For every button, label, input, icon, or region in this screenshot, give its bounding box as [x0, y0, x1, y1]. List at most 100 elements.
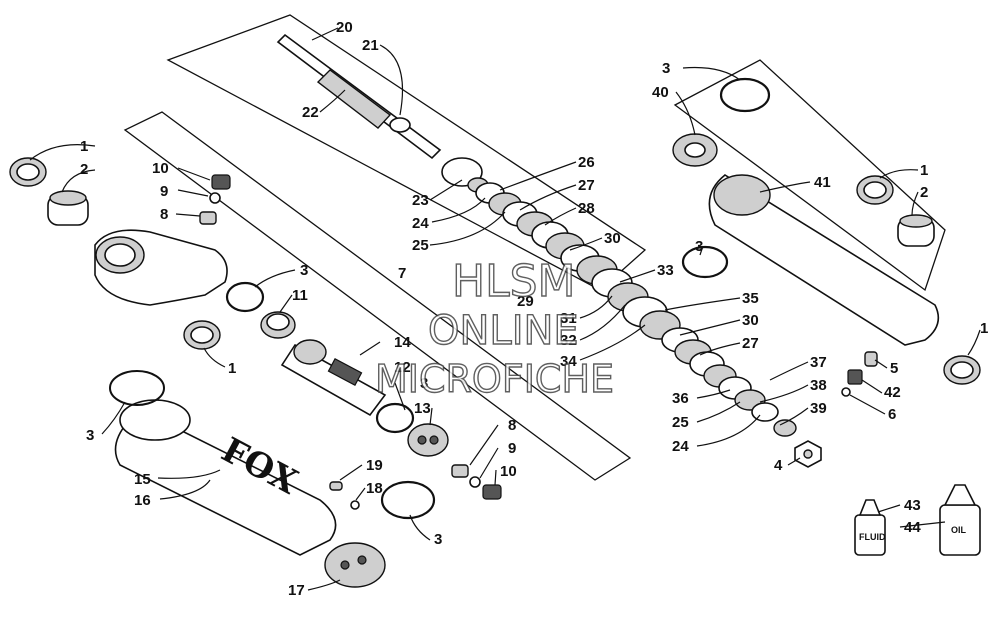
- callout: 27: [578, 177, 595, 194]
- fluid-bottle-label: FLUID: [859, 532, 886, 542]
- callout: 29: [517, 293, 534, 310]
- end-cap-17[interactable]: [324, 542, 386, 588]
- piston-11[interactable]: [260, 311, 296, 339]
- callout: 21: [362, 37, 379, 54]
- callout: 16: [134, 492, 151, 509]
- callout: 38: [810, 377, 827, 394]
- callout: 1: [980, 320, 988, 337]
- group-outline-7: [123, 111, 632, 481]
- cap-13[interactable]: [407, 423, 449, 457]
- valve-core-8-top[interactable]: [199, 211, 217, 225]
- callout: 35: [742, 290, 759, 307]
- bushing-1-right-bottom[interactable]: [943, 355, 981, 385]
- callout: 3: [86, 427, 94, 444]
- valve-cap-10-lower[interactable]: [482, 484, 502, 500]
- nut-4[interactable]: [794, 440, 822, 468]
- svg-text:MICROFICHE: MICROFICHE: [375, 357, 614, 401]
- oil-bottle-label: OIL: [951, 525, 967, 535]
- callout: 28: [578, 200, 595, 217]
- pin-19[interactable]: [329, 481, 343, 491]
- svg-text:HLSM: HLSM: [452, 256, 576, 307]
- shock-reservoir-body[interactable]: FOX: [109, 370, 337, 556]
- callout: 6: [888, 406, 896, 423]
- callout: 8: [508, 417, 516, 434]
- callout: 30: [742, 312, 759, 329]
- callout: 4: [774, 457, 783, 474]
- valve-core-8-lower[interactable]: [451, 464, 469, 478]
- callout: 14: [394, 334, 411, 351]
- callout: 22: [302, 104, 319, 121]
- callout: 3: [420, 375, 428, 392]
- callout: 32: [560, 332, 577, 349]
- ring-3-reservoir[interactable]: [719, 77, 771, 113]
- reservoir-tube-41[interactable]: [708, 174, 940, 346]
- callout: 9: [508, 440, 516, 457]
- callout: 41: [814, 174, 831, 191]
- callout: 44: [904, 519, 921, 536]
- callout: 1: [228, 360, 236, 377]
- callout: 26: [578, 154, 595, 171]
- valve-cap-10-top[interactable]: [211, 174, 231, 190]
- callout: 18: [366, 480, 383, 497]
- callout: 17: [288, 582, 305, 599]
- bushing-1-top-left[interactable]: [9, 157, 47, 187]
- callout: 7: [398, 265, 406, 282]
- ball-6[interactable]: [841, 387, 851, 397]
- callout: 25: [412, 237, 429, 254]
- shaft-assembly[interactable]: [276, 33, 442, 160]
- callout: 3: [662, 60, 670, 77]
- callout-labels: 1 2 10 9 8 3 7 11 1 14 12 3 13 8 9 10 3 …: [80, 19, 988, 599]
- group-outline-shaft: [166, 14, 647, 291]
- sleeve-2-left[interactable]: [47, 190, 89, 226]
- label-sleeve-14[interactable]: [280, 339, 387, 417]
- fluid-bottle-43[interactable]: FLUID: [854, 499, 886, 556]
- sleeve-2-right[interactable]: [897, 214, 935, 247]
- callout: 11: [292, 287, 308, 304]
- callout: 1: [80, 138, 88, 155]
- callout: 13: [414, 400, 431, 417]
- callout: 5: [890, 360, 898, 377]
- callout: 3: [300, 262, 308, 279]
- rebound-shim-stack[interactable]: [661, 327, 797, 437]
- valve-5[interactable]: [864, 351, 878, 367]
- callout: 36: [672, 390, 689, 407]
- callout: 3: [695, 238, 703, 255]
- callout: 19: [366, 457, 383, 474]
- ring-3-mid[interactable]: [225, 281, 265, 313]
- callout: 40: [652, 84, 669, 101]
- ball-18[interactable]: [350, 500, 360, 510]
- callout: 24: [412, 215, 429, 232]
- callout: 8: [160, 206, 168, 223]
- callout: 24: [672, 438, 689, 455]
- o-ring-9-top[interactable]: [209, 192, 221, 204]
- ring-3-bottom[interactable]: [380, 480, 436, 520]
- shock-body-housing[interactable]: [94, 229, 228, 306]
- ring-3-lower[interactable]: [375, 402, 415, 434]
- callout: 34: [560, 353, 577, 370]
- ring-3-piston[interactable]: [681, 245, 729, 279]
- callout: 9: [160, 183, 168, 200]
- callout: 1: [920, 162, 928, 179]
- ring-3-top-cylinder[interactable]: [109, 370, 165, 406]
- callout: 20: [336, 19, 353, 36]
- svg-text:ONLINE: ONLINE: [428, 308, 579, 354]
- callout: 30: [604, 230, 621, 247]
- callout: 42: [884, 384, 901, 401]
- callout: 3: [434, 531, 442, 548]
- spring-42[interactable]: [847, 369, 863, 385]
- bushing-1-mid[interactable]: [183, 320, 221, 350]
- o-ring-9-lower[interactable]: [469, 476, 481, 488]
- reservoir-cap-40[interactable]: [672, 133, 718, 167]
- callout: 2: [920, 184, 928, 201]
- callout: 39: [810, 400, 827, 417]
- valve-shim-stack[interactable]: [441, 157, 681, 340]
- callout: 10: [152, 160, 169, 177]
- oil-bottle-44[interactable]: OIL: [939, 484, 981, 556]
- callout: 37: [810, 354, 827, 371]
- callout: 33: [657, 262, 674, 279]
- callout: 10: [500, 463, 517, 480]
- bushing-1-right-top[interactable]: [856, 175, 894, 205]
- callout: 27: [742, 335, 759, 352]
- callout: 12: [394, 359, 411, 376]
